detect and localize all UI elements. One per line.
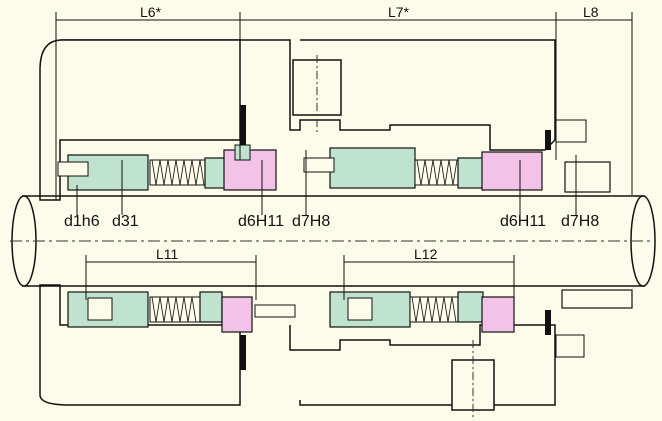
screw-center-top [303,157,335,173]
stationary-face-left-bottom [221,296,253,333]
dim-label-l6: L6* [140,4,162,20]
shaft [22,195,645,287]
bolt-right-bottom [561,289,633,309]
seal-ring-right-top [457,157,484,189]
diameter-label-d31: d31 [112,213,139,230]
diameter-label-d7-right: d7H8 [561,213,600,230]
dim-label-l8: L8 [583,4,599,20]
housing-top-left [39,39,241,201]
screw-left-top [57,161,89,177]
gland-right-top [564,161,611,193]
seal-ring-left-top [204,157,226,189]
diameter-label-d6-right: d6H11 [500,213,546,230]
dim-label-l7: L7* [388,4,410,20]
stationary-face-right-top [481,151,543,191]
dim-label-l12: L12 [414,246,438,262]
seal-ring-left-bottom [199,291,223,323]
diameter-label-d1h6: d1h6 [64,213,100,230]
seal-ring-right-bottom [457,291,484,323]
housing-bottom [39,284,241,406]
diameter-label-d7-left: d7H8 [292,213,331,230]
pin-left-bottom [254,304,296,318]
diameter-label-d6-left: d6H11 [238,213,284,230]
dim-label-l11: L11 [156,246,179,262]
housing-bottom-center [289,324,556,406]
seal-sleeve-right-top [329,147,416,189]
stationary-face-right-bottom [481,296,515,333]
